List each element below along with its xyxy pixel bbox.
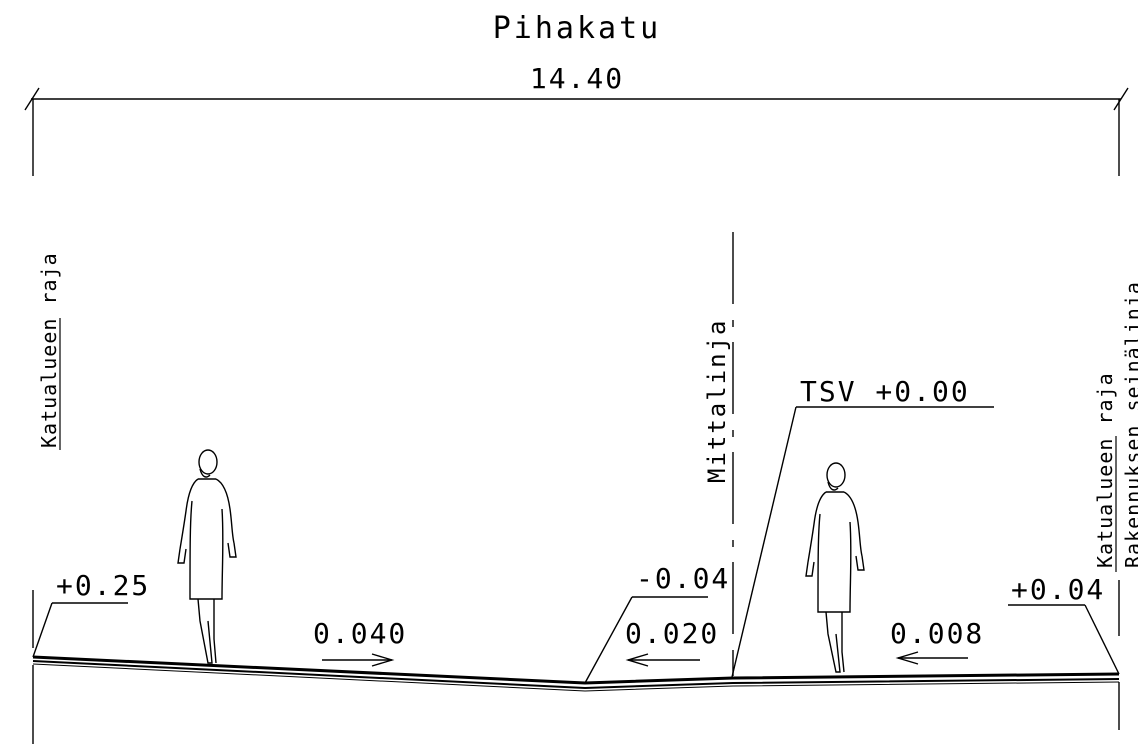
elevation-tsv-leader xyxy=(731,406,994,678)
elevation-low-point: -0.04 xyxy=(636,562,730,595)
slope-center-value: 0.020 xyxy=(625,617,719,650)
slope-center-arrow xyxy=(625,653,700,667)
left-boundary-label: Katualueen raja xyxy=(37,252,61,448)
elevation-left-edge: +0.25 xyxy=(56,569,150,602)
pedestrian-left-icon xyxy=(177,449,237,664)
center-line-label: Mittalinja xyxy=(703,319,731,484)
overall-dimension-line xyxy=(24,87,1129,176)
slope-right-arrow xyxy=(895,651,968,665)
slope-left-value: 0.040 xyxy=(313,617,407,650)
elevation-tsv: TSV +0.00 xyxy=(800,375,970,408)
total-width-dimension: 14.40 xyxy=(530,62,624,95)
elevation-right-leader xyxy=(1008,604,1120,675)
elevation-left-leader xyxy=(32,602,128,658)
slope-right-value: 0.008 xyxy=(890,617,984,650)
pedestrian-right-icon xyxy=(805,462,865,673)
street-surface-profile xyxy=(32,655,1120,692)
elevation-right-edge: +0.04 xyxy=(1011,573,1105,606)
elevation-low-point-leader xyxy=(584,596,708,684)
slope-left-arrow xyxy=(322,653,395,667)
right-boundary-label: Katualueen raja xyxy=(1093,372,1117,568)
street-name-title: Pihakatu xyxy=(493,11,662,46)
building-wall-line-label: Rakennuksen seinälinja xyxy=(1121,281,1138,568)
